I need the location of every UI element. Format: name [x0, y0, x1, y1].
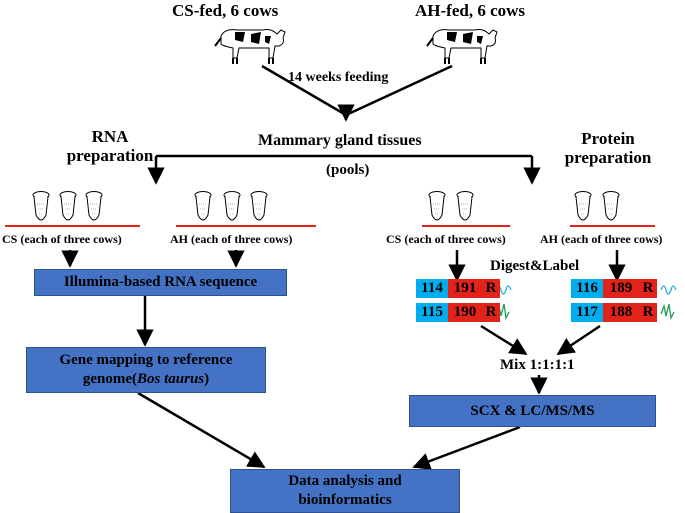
itraq-tag: 117 188 R: [571, 303, 657, 322]
pools-label: (pools): [326, 162, 370, 178]
tube-icon: [59, 191, 77, 221]
tag-balance: 191: [448, 279, 482, 298]
tag-balance: 190: [448, 303, 482, 322]
tag-reactive-group: R: [482, 279, 500, 298]
tag-reporter: 116: [571, 279, 603, 298]
tag-reporter: 114: [416, 279, 448, 298]
scx-lcms-box: SCX & LC/MS/MS: [409, 395, 656, 427]
cow-icon-ah: [426, 28, 498, 65]
tag-reactive-group: R: [482, 303, 500, 322]
tag-reactive-group: R: [639, 303, 657, 322]
tube-icon: [428, 191, 446, 221]
tube-icon: [602, 191, 620, 221]
illumina-sequence-box: Illumina-based RNA sequence: [34, 269, 287, 296]
mammary-label: Mammary gland tissues: [258, 132, 422, 149]
data-analysis-line1: Data analysis and: [288, 473, 402, 490]
cow-icon-cs: [214, 28, 286, 65]
rna-ah-label: AH (each of three cows): [170, 232, 293, 246]
tube-icon: [32, 191, 50, 221]
tube-icon: [456, 191, 474, 221]
protein-cs-label: CS (each of three cows): [386, 232, 506, 246]
tag-reporter: 117: [571, 303, 603, 322]
gene-mapping-box: Gene mapping to reference genome(Bos tau…: [26, 347, 266, 393]
gene-mapping-suffix: ): [204, 371, 210, 387]
tag-reactive-group: R: [639, 279, 657, 298]
scx-lcms-text: SCX & LC/MS/MS: [470, 402, 595, 419]
tube-icon: [85, 191, 103, 221]
data-analysis-line2: bioinformatics: [298, 492, 392, 508]
tube-icon: [223, 191, 241, 221]
rna-preparation-title: RNA preparation: [60, 127, 160, 165]
tag-balance: 189: [603, 279, 639, 298]
rna-cs-label: CS (each of three cows): [2, 232, 122, 246]
spectrum-squiggle-icon: [660, 285, 677, 295]
species-name: Bos taurus: [137, 371, 205, 387]
rna-title-line2: preparation: [66, 145, 154, 165]
feeding-label: 14 weeks feeding: [288, 70, 389, 85]
gene-mapping-line1: Gene mapping to reference: [59, 352, 233, 369]
tube-icon: [250, 191, 268, 221]
protein-ah-label: AH (each of three cows): [540, 232, 663, 246]
itraq-tag: 115 190 R: [416, 303, 500, 322]
tube-icon: [194, 191, 212, 221]
protein-title-line1: Protein: [581, 129, 635, 148]
protein-title-line2: preparation: [564, 147, 652, 167]
tag-balance: 188: [603, 303, 639, 322]
tag-reporter: 115: [416, 303, 448, 322]
protein-preparation-title: Protein preparation: [548, 129, 668, 167]
data-analysis-box: Data analysis and bioinformatics: [230, 469, 460, 513]
illumina-sequence-text: Illumina-based RNA sequence: [63, 274, 258, 291]
rna-title-line1: RNA: [91, 127, 129, 146]
itraq-tag: 114 191 R: [416, 279, 500, 298]
itraq-tag: 116 189 R: [571, 279, 657, 298]
gene-mapping-line2: genome(Bos taurus): [83, 370, 209, 389]
tube-icon: [574, 191, 592, 221]
cs-fed-label: CS-fed, 6 cows: [172, 1, 279, 20]
mix-label: Mix 1:1:1:1: [500, 357, 575, 373]
digest-label: Digest&Label: [490, 258, 580, 274]
ah-fed-label: AH-fed, 6 cows: [415, 1, 526, 20]
spectrum-squiggle-icon: [660, 303, 675, 321]
gene-mapping-prefix: genome(: [82, 371, 138, 387]
